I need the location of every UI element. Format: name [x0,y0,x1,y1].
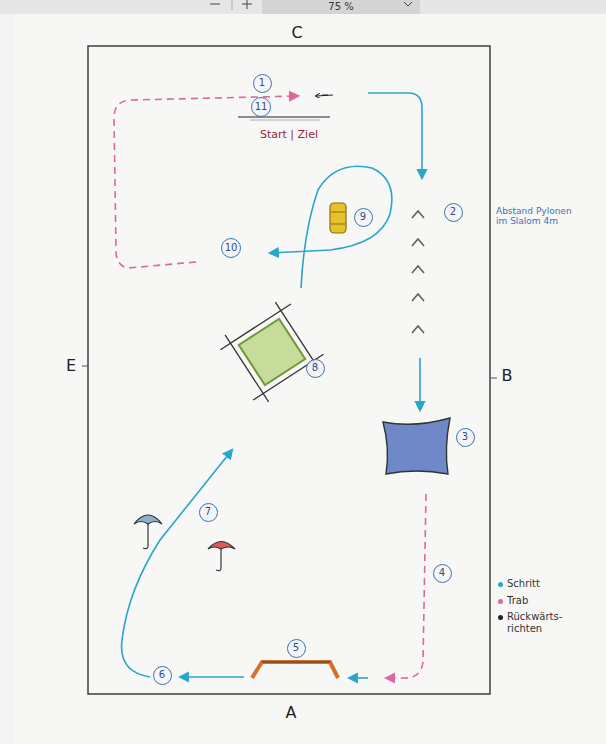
callout-number: 9 [360,212,366,222]
station-number: 8 [306,359,325,378]
legend-text: Trab [507,595,575,607]
callout-number: 6 [159,670,165,680]
station-number: 7 [199,503,218,522]
arena-letter: C [291,24,302,42]
station-number: 2 [444,203,463,222]
station-number: 6 [153,666,172,685]
arena-letter: E [66,357,76,375]
legend-row: Rückwärts- richten [498,611,575,634]
callout-number: 10 [225,243,238,253]
callout-number: 8 [312,363,318,373]
callout-number: 2 [450,207,456,217]
arena-letter: A [286,704,297,722]
callout-number: 4 [439,568,445,578]
callout-number: 7 [205,507,211,517]
station-number: 10 [221,238,241,258]
callout-number: 5 [293,643,299,653]
legend: SchrittTrabRückwärts- richten [498,578,575,639]
station-number: 4 [433,564,452,583]
note-text: Start | Ziel [260,129,318,142]
legend-row: Schritt [498,578,575,590]
station-number: 1 [253,74,272,93]
note-text: Abstand Pylonen im Slalom 4m [496,206,578,227]
arena-letter: B [502,367,513,385]
station-number: 5 [287,639,306,658]
zoom-level: 75 % [328,1,353,13]
callout-number: 1 [259,78,265,88]
legend-text: Schritt [507,578,575,590]
callout-number: 3 [462,432,468,442]
station-number: 9 [354,208,373,227]
legend-swatch [498,582,503,587]
legend-row: Trab [498,595,575,607]
legend-text: Rückwärts- richten [507,611,575,634]
station-number: 11 [251,97,271,117]
legend-swatch [498,615,503,620]
station-number: 3 [456,428,475,447]
callout-number: 11 [255,102,268,112]
legend-swatch [498,599,503,604]
